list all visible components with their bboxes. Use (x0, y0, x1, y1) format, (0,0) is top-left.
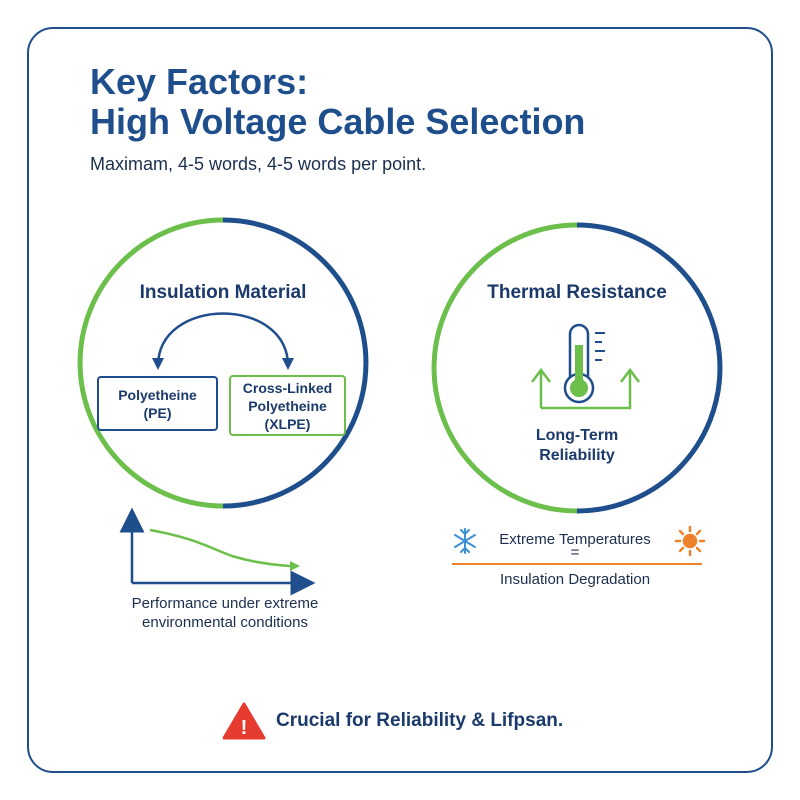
thermal-heading: Thermal Resistance (487, 282, 667, 303)
xlpe-label-line-3: (XLPE) (264, 415, 311, 432)
performance-curve-icon (119, 507, 316, 596)
page-title: Key Factors: High Voltage Cable Selectio… (90, 62, 585, 142)
title-line-2: High Voltage Cable Selection (90, 101, 586, 142)
warning-mark: ! (241, 717, 248, 739)
infographic-card (27, 27, 773, 773)
equation-top: Extreme Temperatures (499, 531, 651, 548)
footer-note: Crucial for Reliability & Lifpsan. (276, 710, 564, 731)
performance-caption: Performance under extreme environmental … (90, 594, 360, 632)
equation-bottom: Insulation Degradation (499, 571, 651, 588)
xlpe-box: Cross-Linked Polyetheine (XLPE) (229, 375, 346, 436)
exchange-arrows-icon (152, 312, 294, 370)
reliability-line-2: Reliability (539, 447, 615, 464)
thermal-ring (431, 222, 723, 514)
pe-label-line-2: (PE) (143, 404, 172, 421)
warning-icon: ! (222, 702, 266, 740)
performance-caption-line-1: Performance under extreme (131, 595, 319, 612)
xlpe-label-line-2: Polyetheine (248, 397, 327, 414)
pe-label-line-1: Polyetheine (118, 386, 197, 403)
snowflake-icon (454, 528, 476, 554)
pe-box: Polyetheine (PE) (97, 376, 218, 431)
insulation-ring (77, 217, 369, 509)
insulation-heading: Insulation Material (139, 282, 307, 303)
title-line-1: Key Factors: (90, 61, 309, 102)
equation-sign: = (570, 544, 580, 561)
performance-caption-line-2: environmental conditions (142, 614, 308, 631)
reliability-line-1: Long-Term (535, 427, 619, 444)
reliability-label: Long-Term Reliability (497, 426, 657, 466)
sun-icon (674, 525, 706, 557)
thermometer-icon (531, 323, 640, 410)
subtitle: Maximam, 4-5 words, 4-5 words per point. (90, 154, 427, 174)
xlpe-label-line-1: Cross-Linked (242, 379, 333, 396)
